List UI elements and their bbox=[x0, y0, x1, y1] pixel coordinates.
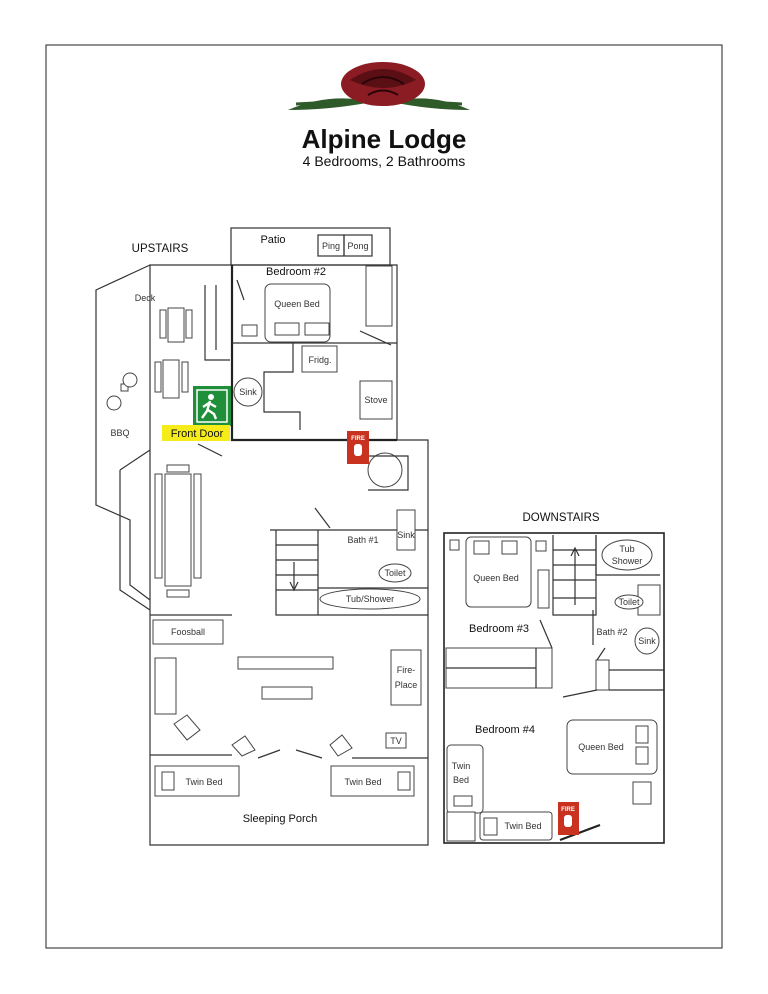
bedroom-3-label: Bedroom #3 bbox=[469, 623, 529, 635]
patio-label: Patio bbox=[260, 234, 285, 246]
sink-label: Sink bbox=[239, 387, 257, 397]
queen-bed-4-label: Queen Bed bbox=[578, 742, 624, 752]
bedroom-4-label: Bedroom #4 bbox=[475, 724, 535, 736]
bath-1-label: Bath #1 bbox=[347, 535, 378, 545]
twin-bed-right-label: Twin Bed bbox=[344, 777, 381, 787]
tub-label: Tub bbox=[619, 544, 634, 554]
fridge-label: Fridg. bbox=[308, 355, 331, 365]
sleeping-porch-label: Sleeping Porch bbox=[243, 813, 318, 825]
deck-label: Deck bbox=[135, 293, 156, 303]
queen-bed-label: Queen Bed bbox=[274, 299, 320, 309]
queen-bed-3-label: Queen Bed bbox=[473, 573, 519, 583]
downstairs-heading: DOWNSTAIRS bbox=[522, 512, 599, 524]
upstairs-heading: UPSTAIRS bbox=[132, 243, 189, 255]
fireplace-label-1: Fire- bbox=[397, 665, 416, 675]
bbq-label: BBQ bbox=[110, 428, 129, 438]
shower-label: Shower bbox=[612, 556, 643, 566]
bath-sink-label: Sink bbox=[397, 530, 415, 540]
upstairs-plan bbox=[95, 227, 429, 846]
bed-label: Bed bbox=[453, 775, 469, 785]
fire-extinguisher-sign-icon: FIRE bbox=[558, 802, 579, 835]
fire-extinguisher-sign-icon: FIRE bbox=[347, 431, 369, 464]
toilet-label: Toilet bbox=[384, 568, 406, 578]
rose-logo bbox=[288, 62, 470, 110]
fireplace-label-2: Place bbox=[395, 680, 418, 690]
stove-label: Stove bbox=[364, 395, 387, 405]
page-subtitle: 4 Bedrooms, 2 Bathrooms bbox=[303, 153, 466, 169]
pong-label: Pong bbox=[347, 241, 368, 251]
front-door-highlight bbox=[162, 425, 230, 441]
svg-text:FIRE: FIRE bbox=[561, 807, 575, 813]
page-title: Alpine Lodge bbox=[302, 124, 467, 154]
bath-2-label: Bath #2 bbox=[596, 627, 627, 637]
bedroom-2-label: Bedroom #2 bbox=[266, 266, 326, 278]
page-frame bbox=[45, 44, 723, 949]
twin-bed-left-label: Twin Bed bbox=[185, 777, 222, 787]
foosball-label: Foosball bbox=[171, 627, 205, 637]
svg-text:FIRE: FIRE bbox=[351, 436, 365, 442]
twin-bed-downstairs-label: Twin Bed bbox=[504, 821, 541, 831]
downstairs-plan bbox=[443, 532, 665, 844]
sink-downstairs-label: Sink bbox=[638, 636, 656, 646]
exit-sign-icon bbox=[193, 386, 231, 426]
tv-label: TV bbox=[390, 736, 402, 746]
tub-shower-label: Tub/Shower bbox=[346, 594, 394, 604]
ping-label: Ping bbox=[322, 241, 340, 251]
toilet-downstairs-label: Toilet bbox=[618, 597, 640, 607]
twin-label: Twin bbox=[452, 761, 471, 771]
front-door-label: Front Door bbox=[171, 428, 224, 440]
